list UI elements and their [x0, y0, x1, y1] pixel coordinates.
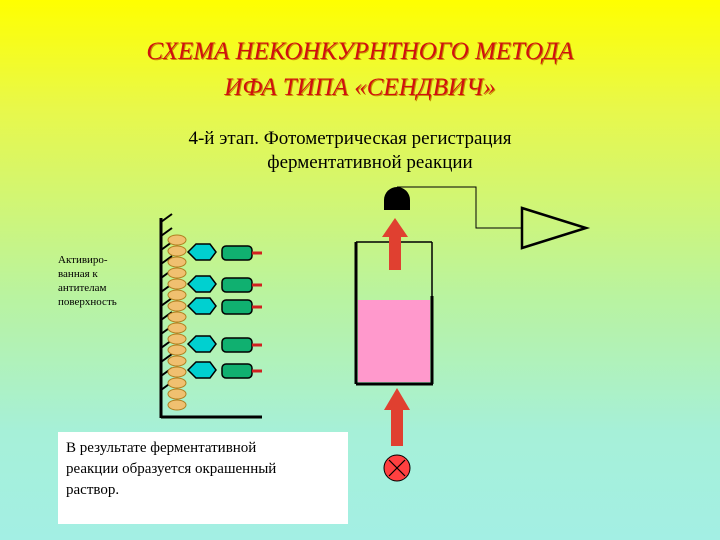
surface-label-line-3: антителам [58, 282, 107, 294]
surface-label-line-1: Активиро- [58, 254, 108, 266]
incident-light-arrow [384, 388, 410, 446]
amplifier-icon [520, 206, 591, 250]
stage-subtitle: 4-й этап. Фотометрическая регистрация фе… [0, 127, 700, 175]
bead-column [167, 234, 187, 411]
surface-label-line-4: поверхность [58, 296, 117, 308]
sandwich-complex [186, 243, 262, 379]
surface-label-line-2: ванная к [58, 268, 98, 280]
surface-antibody-ticks [160, 213, 173, 391]
subtitle-line-2: ферментативной реакции [267, 152, 473, 173]
result-line-3: раствор. [66, 482, 120, 498]
transmitted-light-arrow [382, 218, 408, 270]
result-note: В результате ферментативной реакции обра… [58, 432, 348, 524]
signal-wire [397, 186, 522, 229]
surface-label: Активиро- ванная к антителам поверхность [58, 253, 148, 309]
cuvette [354, 241, 434, 386]
result-line-1: В результате ферментативной [66, 440, 257, 456]
slide-title: СХЕМА НЕКОНКУРНТНОГО МЕТОДА ИФА ТИПА «СЕ… [0, 34, 720, 106]
light-source-icon [383, 454, 411, 482]
subtitle-line-1: 4-й этап. Фотометрическая регистрация [188, 128, 512, 149]
title-line-1: СХЕМА НЕКОНКУРНТНОГО МЕТОДА [146, 38, 574, 65]
title-line-2: ИФА ТИПА «СЕНДВИЧ» [224, 74, 496, 101]
result-line-2: реакции образуется окрашенный [66, 461, 277, 477]
colored-solution [358, 300, 430, 382]
photodetector-icon [384, 187, 410, 210]
solid-phase-surface [159, 213, 262, 419]
